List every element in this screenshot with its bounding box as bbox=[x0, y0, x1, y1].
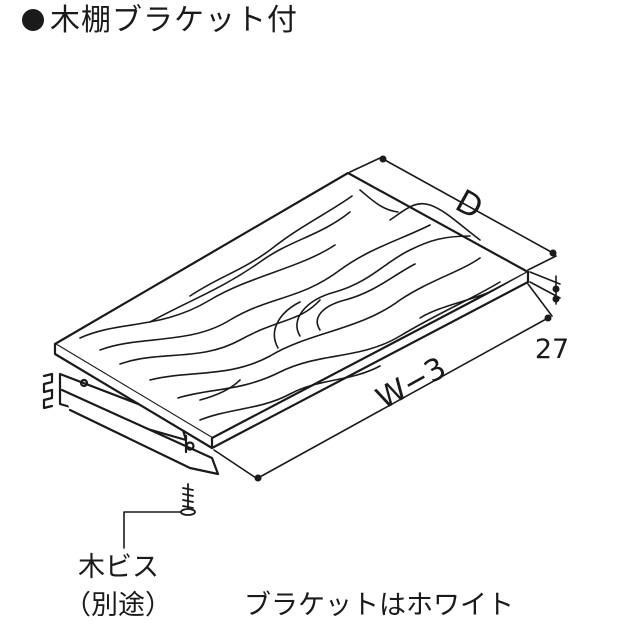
product-title: 木棚ブラケット付 bbox=[22, 2, 298, 40]
dimension-thickness-label: 27 bbox=[535, 334, 569, 365]
screw-note-label: （別途） bbox=[64, 590, 172, 621]
dimension-end-dots bbox=[254, 155, 560, 482]
title-text: 木棚ブラケット付 bbox=[50, 3, 298, 38]
bracket-color-note: ブラケットはホワイト bbox=[244, 590, 514, 621]
dimension-width-label: W−3 bbox=[371, 350, 453, 416]
dimension-depth-line bbox=[349, 157, 557, 271]
bullet-icon bbox=[22, 9, 44, 31]
screw-label: 木ビス bbox=[78, 552, 159, 583]
wooden-shelf-board bbox=[53, 171, 530, 450]
screw-leader-line bbox=[123, 511, 181, 549]
bracket-illustration bbox=[42, 372, 220, 476]
screw-illustration bbox=[180, 483, 196, 516]
dimension-width-line bbox=[213, 283, 553, 479]
